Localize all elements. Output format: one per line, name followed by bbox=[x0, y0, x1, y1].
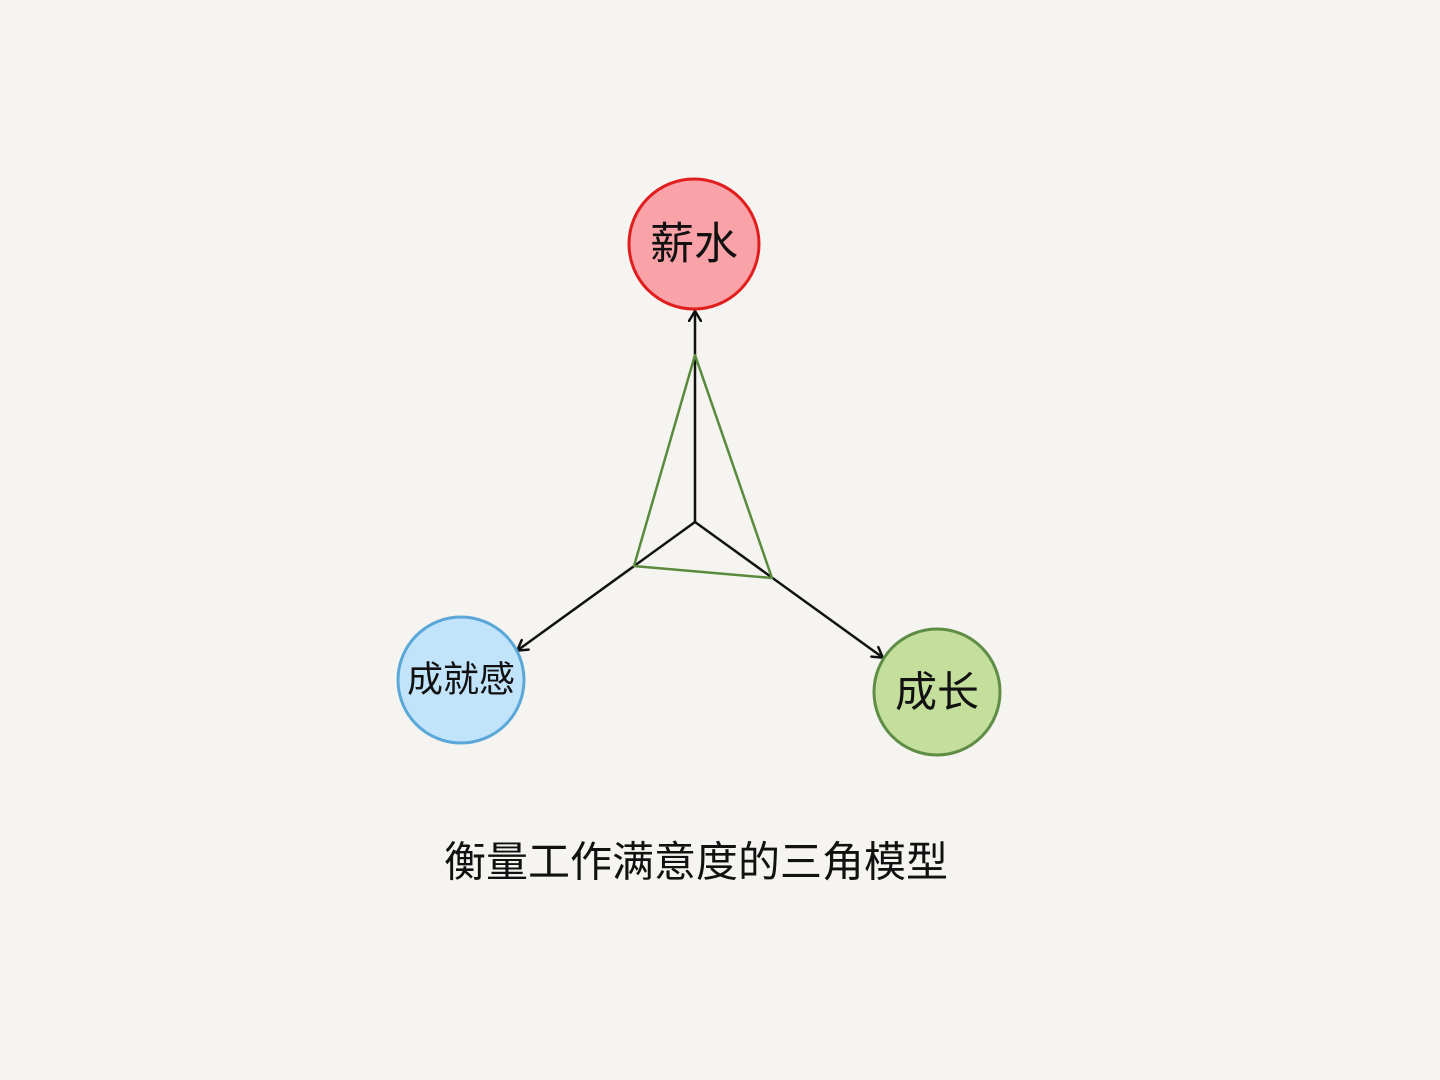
node-growth: 成长 bbox=[872, 627, 1002, 757]
satisfaction-triangle bbox=[632, 353, 774, 580]
node-achievement-circle bbox=[396, 615, 526, 745]
node-growth-circle bbox=[872, 627, 1002, 757]
node-salary-circle bbox=[627, 177, 761, 311]
node-salary: 薪水 bbox=[627, 177, 761, 311]
node-achievement-label: 成就感 bbox=[407, 660, 515, 701]
node-growth-label: 成长 bbox=[895, 668, 979, 717]
node-salary-label: 薪水 bbox=[650, 219, 738, 270]
axis-achievement bbox=[518, 520, 696, 650]
axis-growth bbox=[694, 520, 882, 657]
diagram-caption: 衡量工作满意度的三角模型 bbox=[444, 838, 948, 887]
node-achievement: 成就感 bbox=[396, 615, 526, 745]
